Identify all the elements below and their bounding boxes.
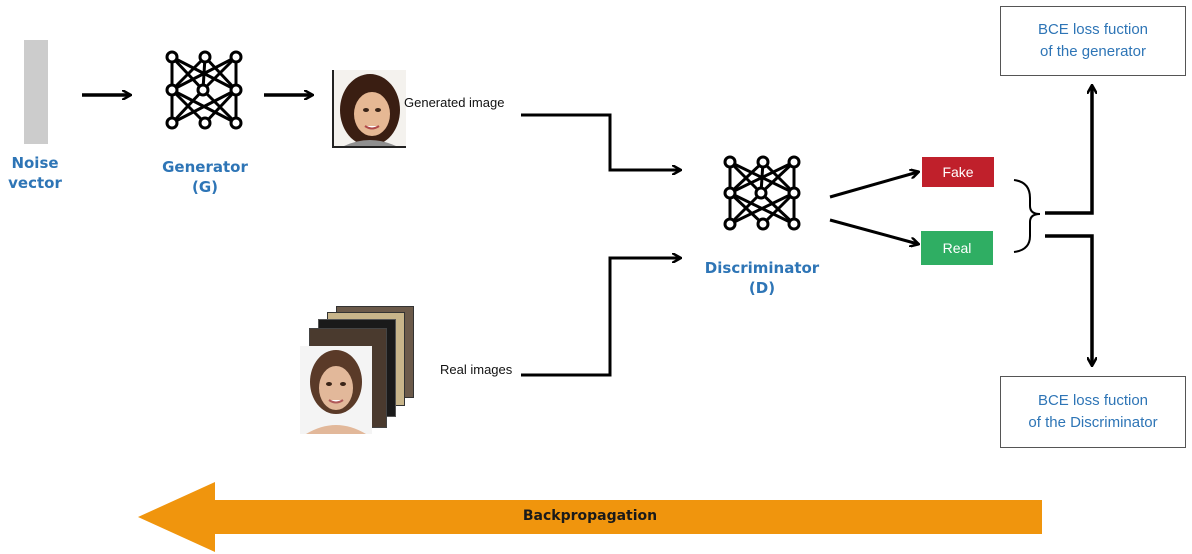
real-output-box: Real xyxy=(921,231,993,265)
connector-to-discriminator-loss xyxy=(1045,234,1092,365)
discriminator-label-line2: (D) xyxy=(748,279,776,297)
connector-real-to-discriminator xyxy=(521,258,680,377)
generator-label-line2: (G) xyxy=(191,178,219,196)
real-images-stack xyxy=(298,306,416,436)
backpropagation-arrow xyxy=(138,482,1042,552)
generator-loss-line2: of the generator xyxy=(1040,43,1146,60)
real-images-label: Real images xyxy=(440,362,513,377)
output-brace xyxy=(1013,179,1041,253)
generator-label-line1: Generator xyxy=(162,158,248,176)
generator-loss-box: BCE loss fuction of the generator xyxy=(1000,6,1186,76)
discriminator-loss-box: BCE loss fuction of the Discriminator xyxy=(1000,376,1186,448)
noise-label-line2: vector xyxy=(8,174,62,192)
noise-vector-bar xyxy=(24,40,48,144)
discriminator-network-icon xyxy=(723,155,801,231)
noise-label-line1: Noise xyxy=(11,154,59,172)
backpropagation-label: Backpropagation xyxy=(522,508,658,524)
real-face-icon xyxy=(306,350,366,434)
fake-output-box: Fake xyxy=(922,157,994,187)
discriminator-label-line1: Discriminator xyxy=(704,259,820,277)
generator-network-icon xyxy=(165,50,243,130)
arrow-to-fake xyxy=(829,172,918,199)
generator-label: Generator (G) xyxy=(150,157,260,197)
real-image-front xyxy=(300,346,372,434)
arrow-to-real xyxy=(829,218,918,244)
discriminator-loss-line2: of the Discriminator xyxy=(1028,414,1158,431)
noise-vector-label: Noise vector xyxy=(4,153,66,193)
generated-face-icon xyxy=(340,74,400,146)
discriminator-label: Discriminator (D) xyxy=(692,258,832,298)
connector-generated-to-discriminator xyxy=(521,113,680,170)
generator-loss-line1: BCE loss fuction xyxy=(1037,21,1149,38)
discriminator-loss-line1: BCE loss fuction xyxy=(1037,392,1149,409)
connector-to-generator-loss xyxy=(1045,86,1092,215)
generated-image-label: Generated image xyxy=(404,95,505,110)
generated-image xyxy=(332,70,406,148)
